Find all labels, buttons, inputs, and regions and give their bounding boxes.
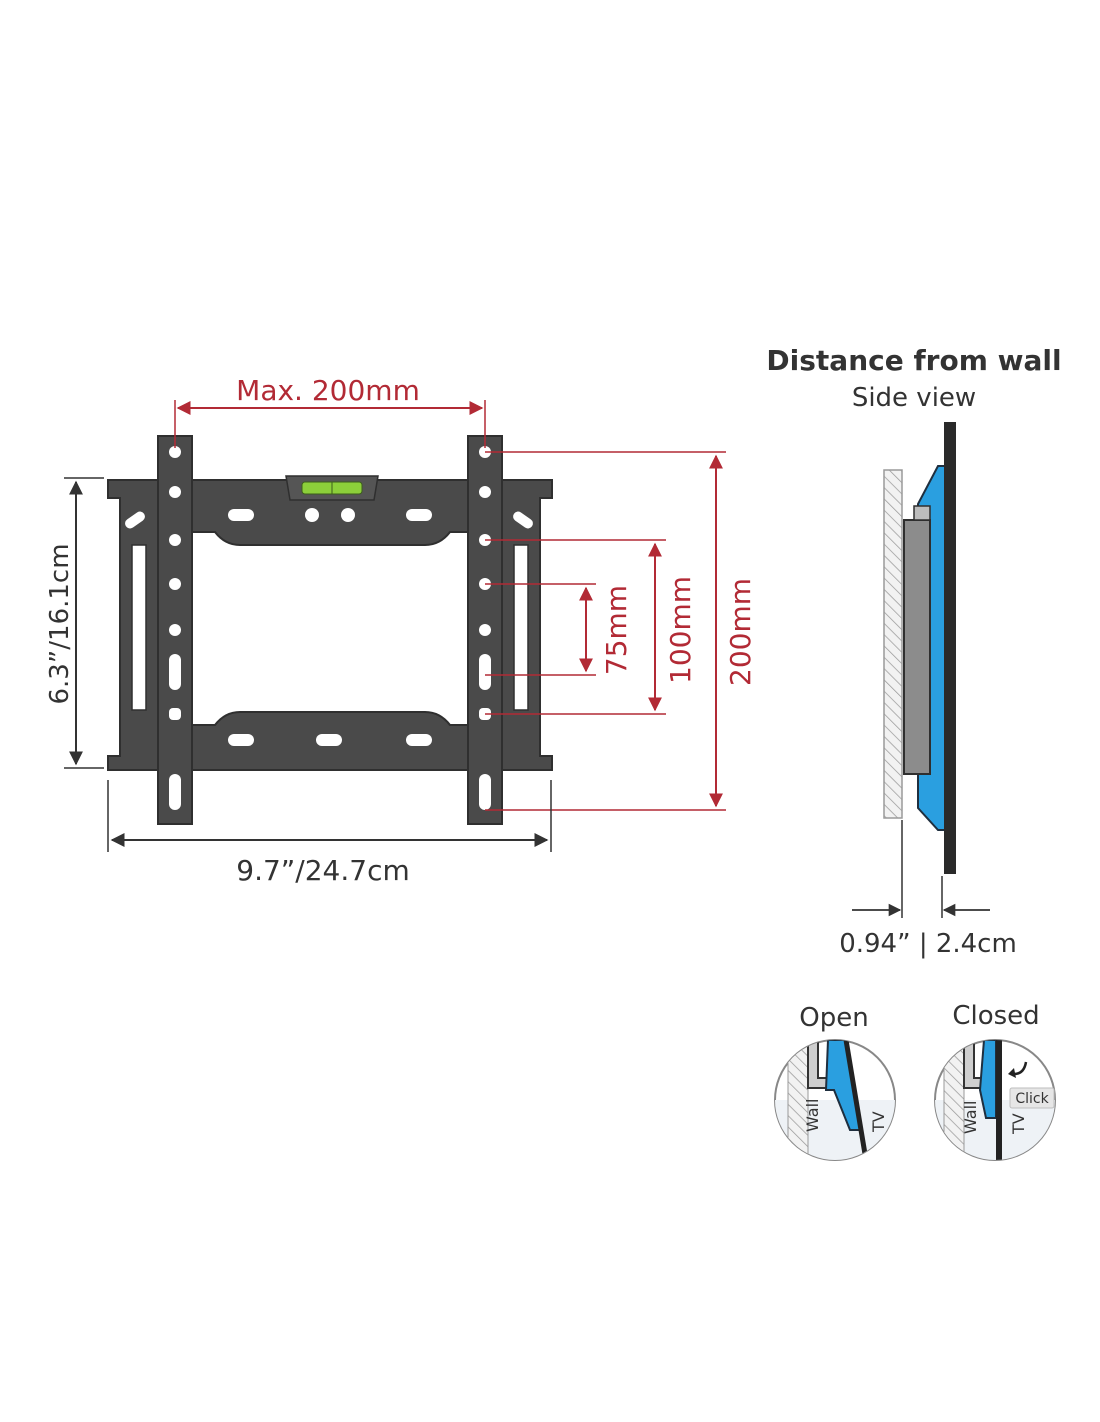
side-view: Distance from wall Side view 0.94” | 2.4… [766,344,1061,959]
max-width-dimension: Max. 200mm [174,374,486,448]
vesa-75-label: 75mm [600,585,633,675]
right-arm [467,435,503,825]
distance-dimension: 0.94” | 2.4cm [839,820,1017,959]
open-wall-label: Wall [803,1099,822,1133]
side-title: Distance from wall [766,344,1061,377]
open-tv-label: TV [869,1111,888,1133]
wall-section [883,469,903,819]
click-label: Click [1015,1091,1049,1107]
vesa-200-label: 200mm [724,578,757,686]
spirit-level [285,475,379,501]
tv-panel [944,422,956,874]
closed-wall-label: Wall [961,1101,980,1135]
height-label: 6.3”/16.1cm [45,543,75,704]
height-dimension: 6.3”/16.1cm [45,477,104,769]
vesa-100-label: 100mm [664,576,697,684]
lock-open-detail: Open Wall TV [774,1003,896,1161]
left-arm [157,435,193,825]
curved-arrow-icon [1013,1061,1028,1076]
vesa-dimensions: 75mm 100mm 200mm [485,451,757,811]
closed-tv-label: TV [1009,1113,1028,1135]
front-view: Max. 200mm 75mm 100mm 200mm 6.3”/16.1cm [45,374,757,887]
open-label: Open [799,1003,868,1033]
distance-label: 0.94” | 2.4cm [839,929,1017,959]
width-label: 9.7”/24.7cm [236,854,409,887]
side-bracket [903,519,931,775]
bracket-frame [107,479,553,771]
max-width-label: Max. 200mm [236,374,420,407]
side-subtitle: Side view [852,383,976,413]
closed-label: Closed [952,1001,1039,1031]
click-badge [1009,1087,1055,1109]
width-dimension: 9.7”/24.7cm [107,780,552,887]
lock-closed-detail: Closed Click Wall TV [934,1001,1056,1161]
